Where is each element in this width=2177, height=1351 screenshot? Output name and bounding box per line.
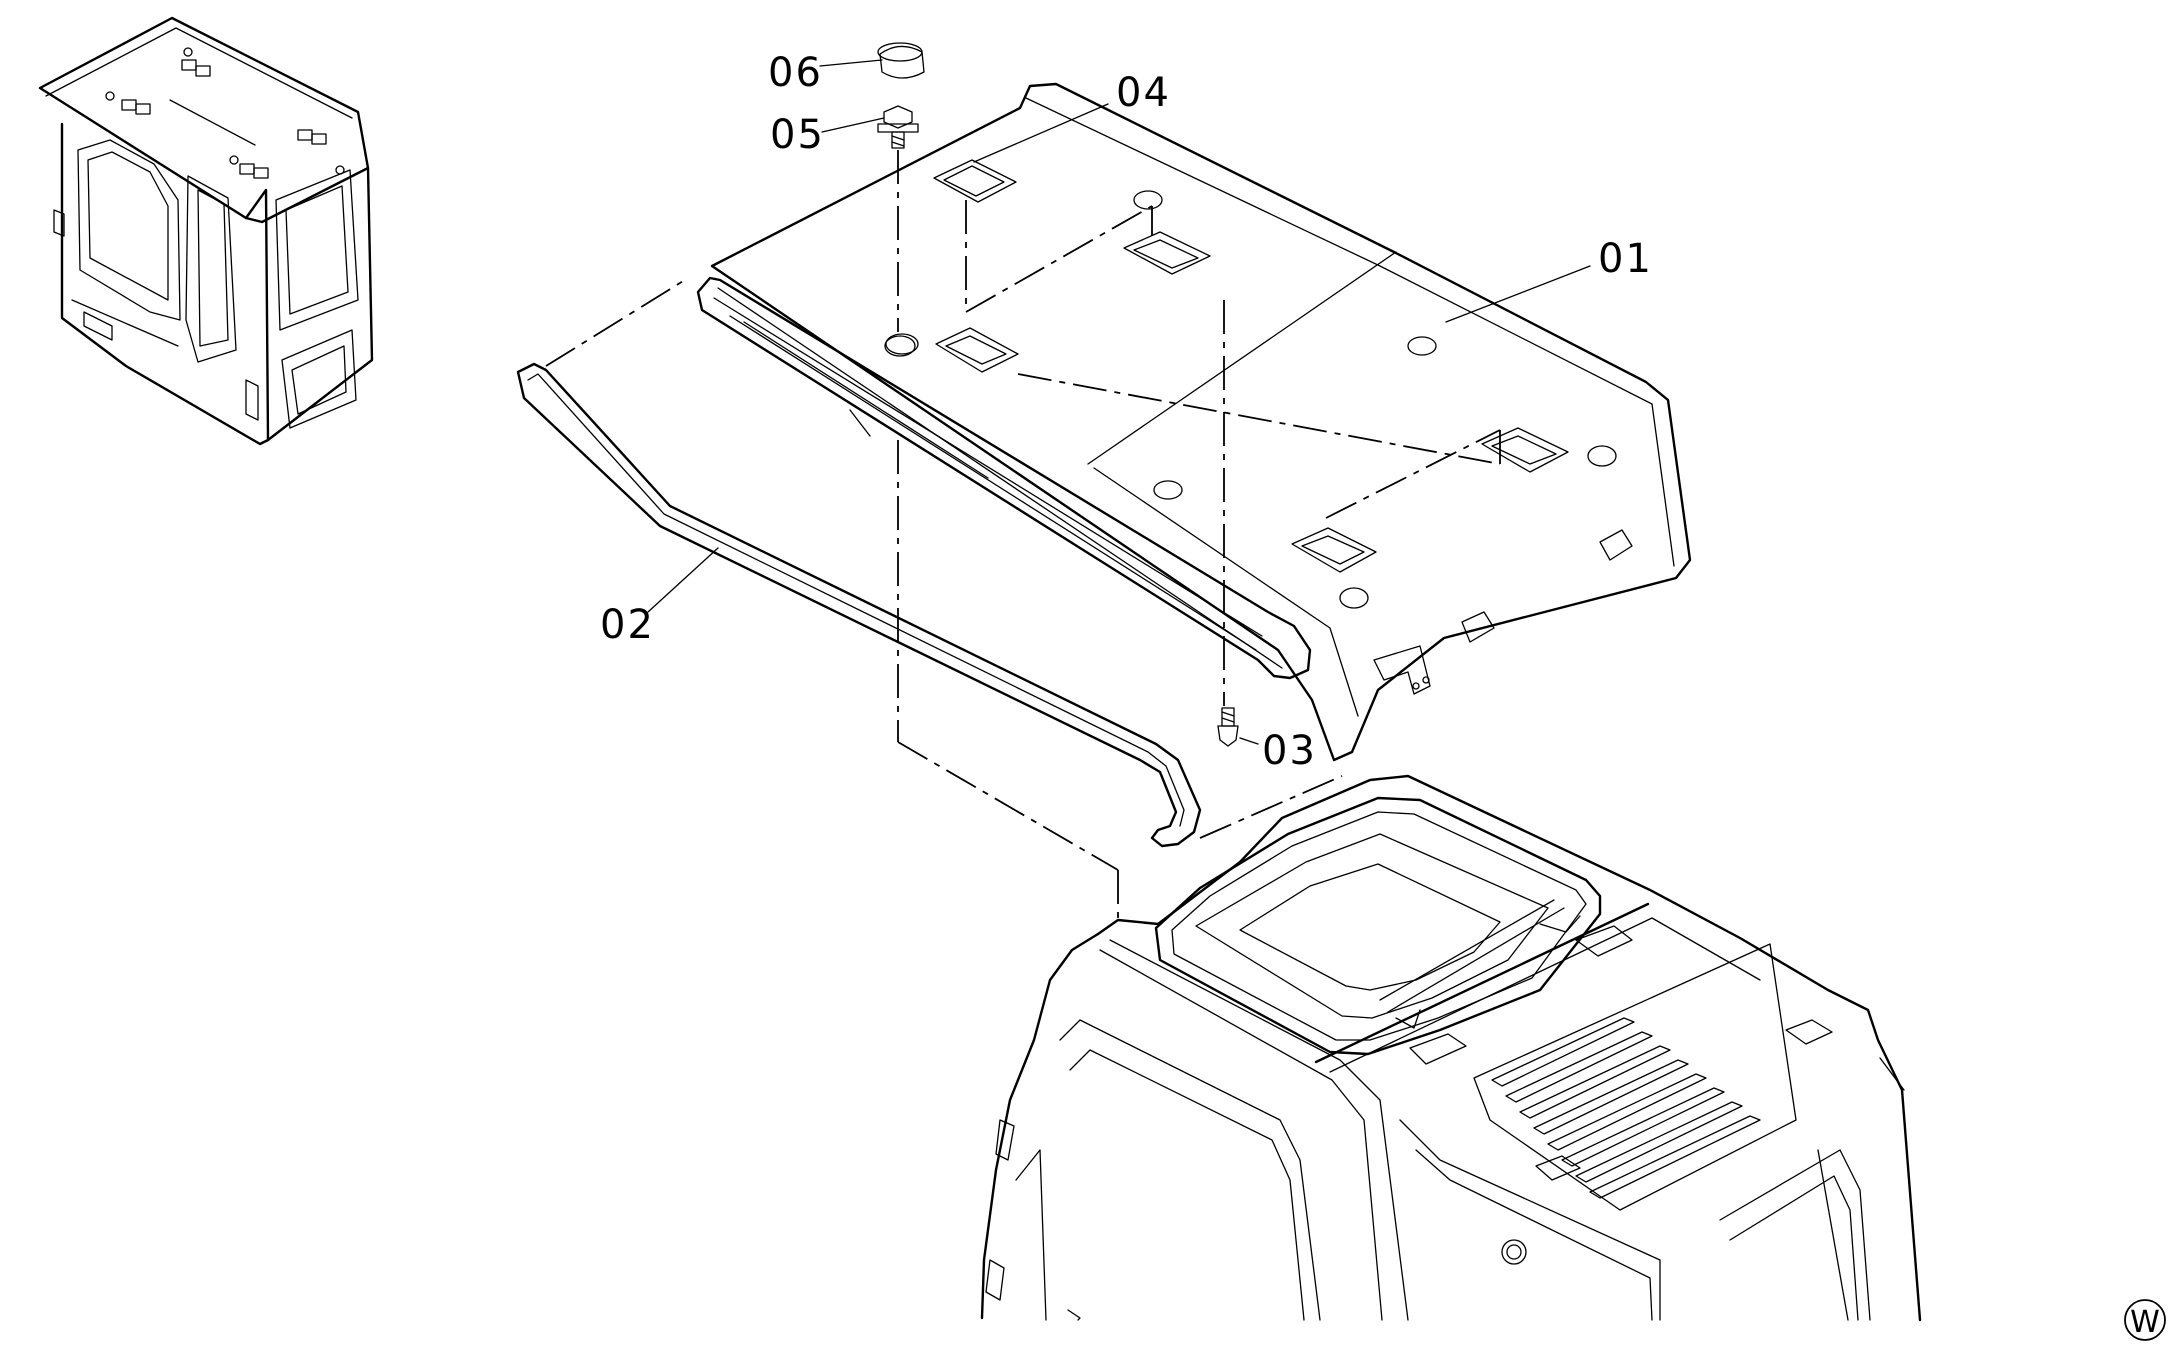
reference-cab-thumbnail: [38, 16, 374, 446]
callout-leaders: [647, 59, 1591, 745]
view-marker-letter: W: [2130, 1305, 2160, 1340]
view-marker: W: [2124, 1299, 2166, 1341]
cab-body: [980, 774, 1922, 1322]
rivet-screw: [1217, 707, 1239, 747]
callout-01: 01: [1598, 236, 1653, 282]
mounting-pad: [1123, 231, 1211, 275]
cap: [877, 42, 925, 79]
callout-05: 05: [770, 112, 825, 158]
callout-03: 03: [1262, 728, 1317, 774]
mounting-pad: [1481, 427, 1569, 473]
seal-strip: [516, 362, 1202, 848]
callout-02: 02: [600, 602, 655, 648]
mounting-pad: [1291, 527, 1377, 573]
callout-06: 06: [768, 50, 823, 96]
assembly-guide-lines: [545, 150, 1501, 918]
bolt: [877, 105, 919, 149]
mounting-pad: [933, 159, 1017, 203]
vent-slats: [1473, 943, 1797, 1211]
mounting-pad: [935, 327, 1019, 373]
bolt-seated: [885, 333, 919, 355]
callout-04: 04: [1116, 70, 1171, 116]
cover-front-rail: [696, 276, 1312, 680]
roof-cover-panel: [710, 82, 1692, 762]
